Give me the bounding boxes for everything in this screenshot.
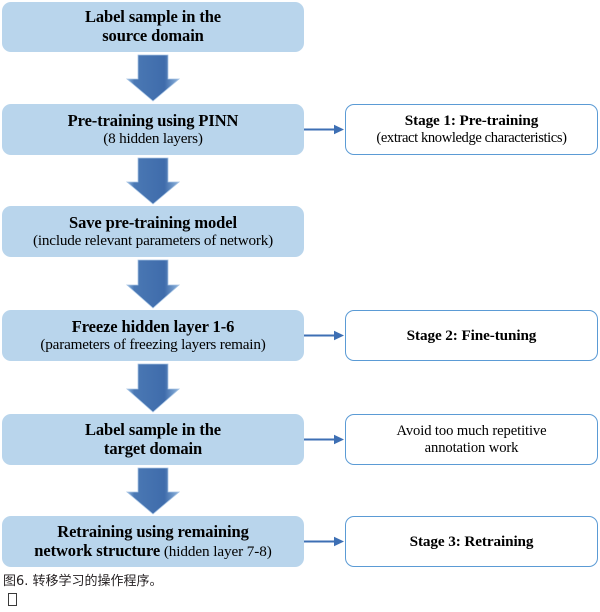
process-box-target-domain-line2: target domain bbox=[103, 438, 203, 458]
side-arrow-1 bbox=[304, 124, 344, 135]
annotation-box-stage-1[interactable]: Stage 1: Pre-training (extract knowledge… bbox=[345, 104, 598, 155]
process-box-freeze-layers-line1: Freeze hidden layer 1-6 bbox=[71, 316, 235, 336]
down-arrow-4 bbox=[125, 363, 181, 413]
process-box-save-model[interactable]: Save pre-training model (include relevan… bbox=[2, 206, 304, 257]
tofu-box-icon bbox=[8, 593, 17, 606]
process-box-freeze-layers-line2: (parameters of freezing layers remain) bbox=[40, 336, 266, 354]
process-box-save-model-line1: Save pre-training model bbox=[69, 212, 237, 232]
annotation-box-avoid-annotation[interactable]: Avoid too much repetitive annotation wor… bbox=[345, 414, 598, 465]
process-box-pre-training[interactable]: Pre-training using PINN (8 hidden layers… bbox=[2, 104, 304, 155]
annotation-box-avoid-annotation-line1: Avoid too much repetitive bbox=[396, 422, 547, 439]
down-arrow-5 bbox=[125, 467, 181, 515]
process-box-source-domain-line1: Label sample in the bbox=[84, 7, 222, 27]
process-box-retraining-line2-bold: network structure bbox=[34, 540, 161, 560]
process-box-source-domain[interactable]: Label sample in the source domain bbox=[2, 2, 304, 52]
annotation-box-stage-1-line1: Stage 1: Pre-training bbox=[404, 112, 539, 130]
down-arrow-2 bbox=[125, 157, 181, 205]
process-box-freeze-layers[interactable]: Freeze hidden layer 1-6 (parameters of f… bbox=[2, 310, 304, 361]
down-arrow-3 bbox=[125, 259, 181, 309]
process-box-target-domain[interactable]: Label sample in the target domain bbox=[2, 414, 304, 465]
annotation-box-avoid-annotation-line2: annotation work bbox=[424, 439, 519, 456]
process-box-retraining[interactable]: Retraining using remaining network struc… bbox=[2, 516, 304, 567]
annotation-box-stage-3[interactable]: Stage 3: Retraining bbox=[345, 516, 598, 567]
annotation-box-stage-1-line2: (extract knowledge characteristics) bbox=[376, 129, 567, 146]
figure-caption: 图6. 转移学习的操作程序。 bbox=[3, 574, 163, 589]
process-box-retraining-line2: network structure (hidden layer 7-8) bbox=[34, 540, 272, 561]
process-box-source-domain-line2: source domain bbox=[102, 26, 204, 45]
side-arrow-2 bbox=[304, 330, 344, 341]
process-box-pre-training-line2: (8 hidden layers) bbox=[103, 130, 203, 148]
annotation-box-stage-3-line1: Stage 3: Retraining bbox=[409, 532, 534, 550]
process-box-pre-training-line1: Pre-training using PINN bbox=[67, 110, 239, 130]
annotation-box-stage-2[interactable]: Stage 2: Fine-tuning bbox=[345, 310, 598, 361]
process-box-retraining-line1: Retraining using remaining bbox=[57, 521, 249, 541]
side-arrow-3 bbox=[304, 434, 344, 445]
process-box-save-model-line2: (include relevant parameters of network) bbox=[33, 232, 273, 250]
down-arrow-1 bbox=[125, 54, 181, 102]
caption-placeholder-glyph bbox=[8, 593, 17, 608]
process-box-target-domain-line1: Label sample in the bbox=[84, 419, 222, 439]
process-box-retraining-line2-thin: (hidden layer 7-8) bbox=[160, 542, 272, 560]
annotation-box-stage-2-line1: Stage 2: Fine-tuning bbox=[406, 326, 537, 344]
side-arrow-4 bbox=[304, 536, 344, 547]
